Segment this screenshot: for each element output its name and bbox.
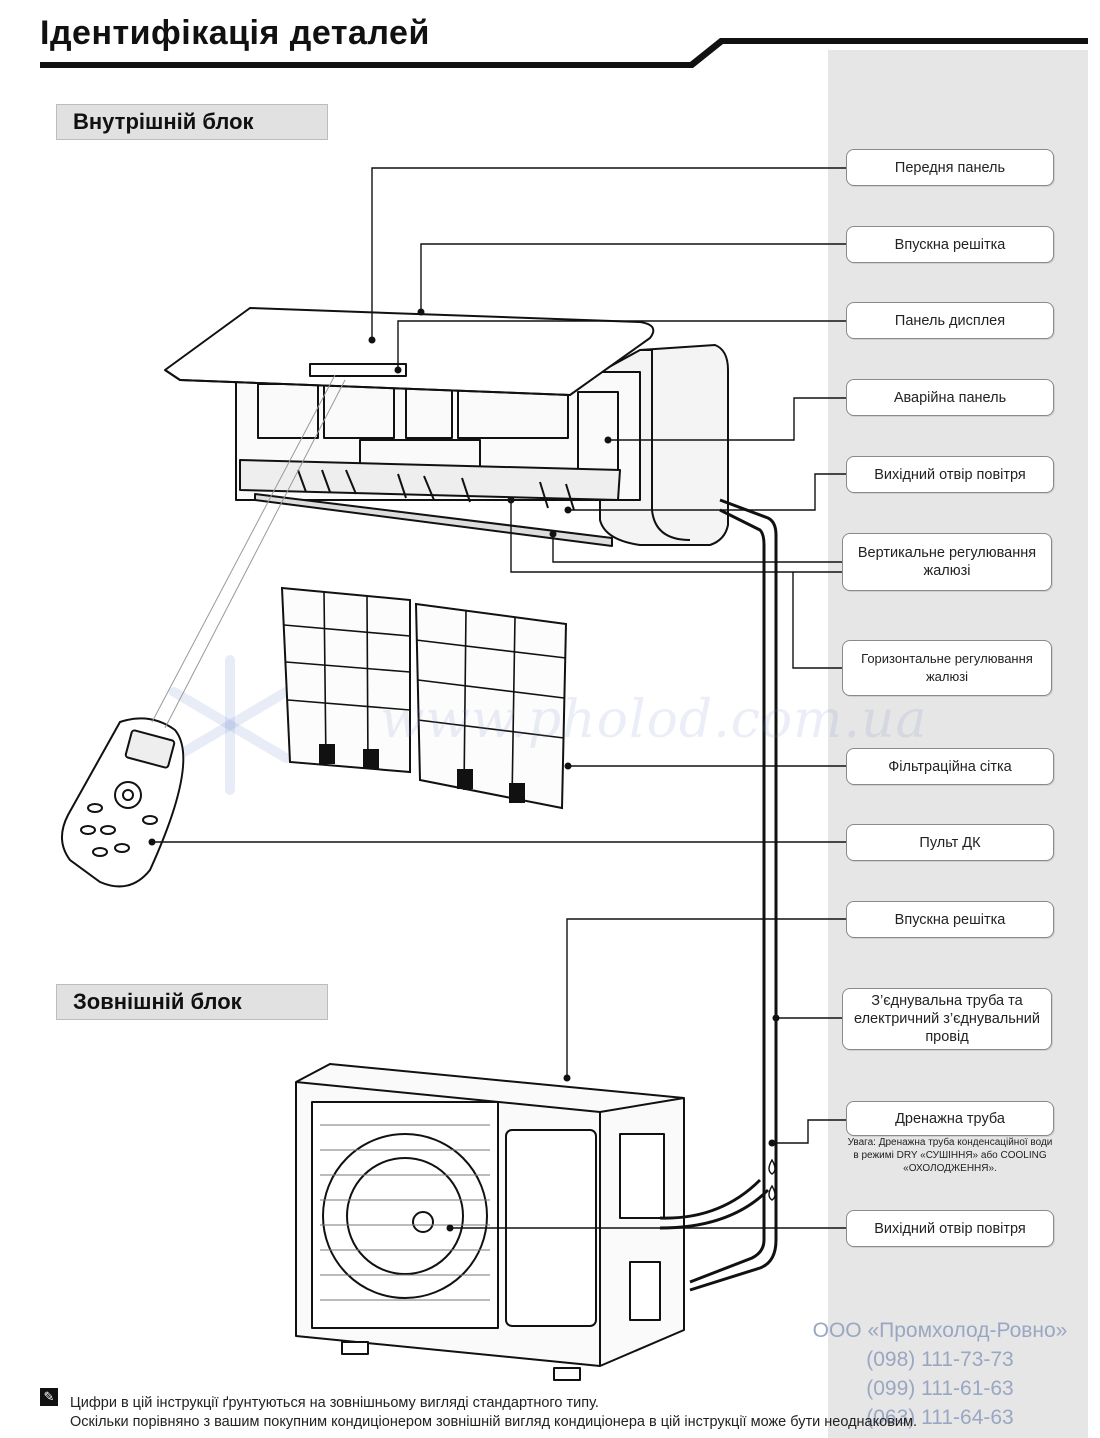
label-connecting-pipe: З’єднувальна труба та електричний з’єдну… (842, 988, 1052, 1050)
label-display-panel: Панель дисплея (846, 302, 1054, 339)
label-vertical-louver: Вертикальне регулювання жалюзі (842, 533, 1052, 591)
footer-line-2: Оскільки порівняно з вашим покупним конд… (70, 1414, 917, 1430)
outdoor-unit (295, 1063, 685, 1381)
phone-3: (063) 111-64-63 (866, 1406, 1014, 1429)
label-emergency-panel: Аварійна панель (846, 379, 1054, 416)
leader-dots (148, 308, 780, 1232)
indoor-unit-heading: Внутрішній блок (56, 104, 328, 140)
phone-2: (099) 111-61-63 (866, 1377, 1014, 1400)
outdoor-fan-grille (320, 1124, 490, 1301)
drain-note: Увага: Дренажна труба конденсаційної вод… (847, 1137, 1053, 1174)
label-horizontal-louver: Горизонтальне регулювання жалюзі (842, 640, 1052, 696)
label-front-panel: Передня панель (846, 149, 1054, 186)
site-watermark: www.pholod.com.ua (380, 690, 928, 750)
label-intake-grille-outdoor: Впускна решітка (846, 901, 1054, 938)
note-icon: ✎ (40, 1388, 58, 1406)
label-air-outlet-outdoor: Вихідний отвір повітря (846, 1210, 1054, 1247)
company-contacts: ООО «Промхолод-Ровно» (098) 111-73-73 (0… (790, 1316, 1090, 1432)
company-name: ООО «Промхолод-Ровно» (812, 1319, 1068, 1342)
snowflake-watermark (169, 655, 291, 795)
indoor-unit (164, 307, 729, 547)
label-air-outlet-indoor: Вихідний отвір повітря (846, 456, 1054, 493)
outdoor-unit-heading: Зовнішній блок (56, 984, 328, 1020)
filter-net (280, 586, 568, 810)
label-filter-net: Фільтраційна сітка (846, 748, 1054, 785)
phone-1: (098) 111-73-73 (866, 1348, 1014, 1371)
remote-ir-beams (151, 374, 346, 729)
label-intake-grille-indoor: Впускна решітка (846, 226, 1054, 263)
leader-lines (152, 167, 846, 1229)
indoor-louvers (297, 469, 575, 511)
label-remote: Пульт ДК (846, 824, 1054, 861)
drain-droplets (768, 1158, 776, 1201)
page-title: Ідентифікація деталей (40, 14, 430, 52)
label-drain-pipe: Дренажна труба (846, 1101, 1054, 1136)
remote-control (61, 717, 185, 888)
footer-line-1: Цифри в цій інструкції ґрунтуються на зо… (70, 1395, 599, 1411)
footer-note: Цифри в цій інструкції ґрунтуються на зо… (70, 1394, 917, 1432)
title-underline (40, 38, 1088, 68)
right-label-column-background (828, 50, 1088, 1438)
